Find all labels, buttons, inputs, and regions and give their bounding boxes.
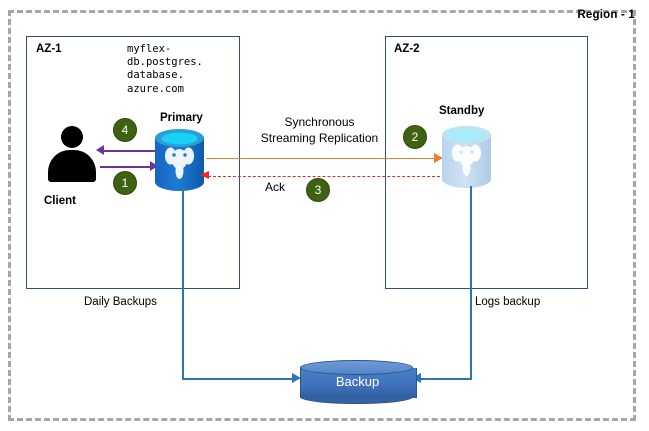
availability-zone-1-label: AZ-1: [36, 43, 62, 55]
step-badge-2: 2: [403, 125, 427, 149]
cylinder-top-shape: [300, 360, 413, 375]
replication-label: Synchronous Streaming Replication: [260, 115, 379, 145]
response-arrow-line: [100, 150, 155, 152]
primary-backup-arrow-head: [292, 373, 301, 383]
ack-arrow-head: [200, 171, 209, 179]
daily-backups-label: Daily Backups: [84, 296, 157, 308]
primary-postgresql-database-icon: [155, 129, 204, 191]
standby-backup-horizontal-line: [418, 378, 471, 380]
availability-zone-2-label: AZ-2: [394, 43, 420, 55]
user-head-shape: [61, 126, 83, 148]
backup-storage-cylinder: Backup: [300, 360, 417, 404]
client-label: Client: [44, 195, 76, 207]
ack-arrow-line: [208, 176, 440, 177]
logs-backup-label: Logs backup: [475, 296, 541, 308]
user-body-shape: [48, 150, 96, 182]
client-user-icon: [48, 126, 96, 182]
backup-label: Backup: [335, 374, 380, 389]
region-boundary: [8, 10, 636, 421]
step-badge-3: 3: [306, 178, 330, 202]
request-arrow-line: [100, 166, 155, 168]
availability-zone-2-box: [385, 36, 588, 289]
availability-zone-1-box: [26, 36, 240, 289]
response-arrow-head: [96, 145, 104, 155]
ack-label: Ack: [265, 180, 286, 194]
standby-node-label: Standby: [439, 105, 485, 117]
standby-backup-vertical-line: [470, 186, 472, 380]
standby-postgresql-database-icon: [442, 126, 491, 188]
primary-node-label: Primary: [160, 112, 203, 124]
step-badge-4: 4: [113, 118, 137, 142]
region-label: Region - 1: [577, 9, 635, 21]
replication-arrow-head: [434, 153, 443, 163]
database-hostname-label: myflex- db.postgres. database. azure.com: [127, 43, 203, 95]
primary-backup-horizontal-line: [182, 378, 294, 380]
request-arrow-head: [150, 161, 158, 171]
primary-backup-vertical-line: [182, 188, 184, 380]
replication-arrow-line: [206, 158, 438, 159]
step-badge-1: 1: [113, 171, 137, 195]
